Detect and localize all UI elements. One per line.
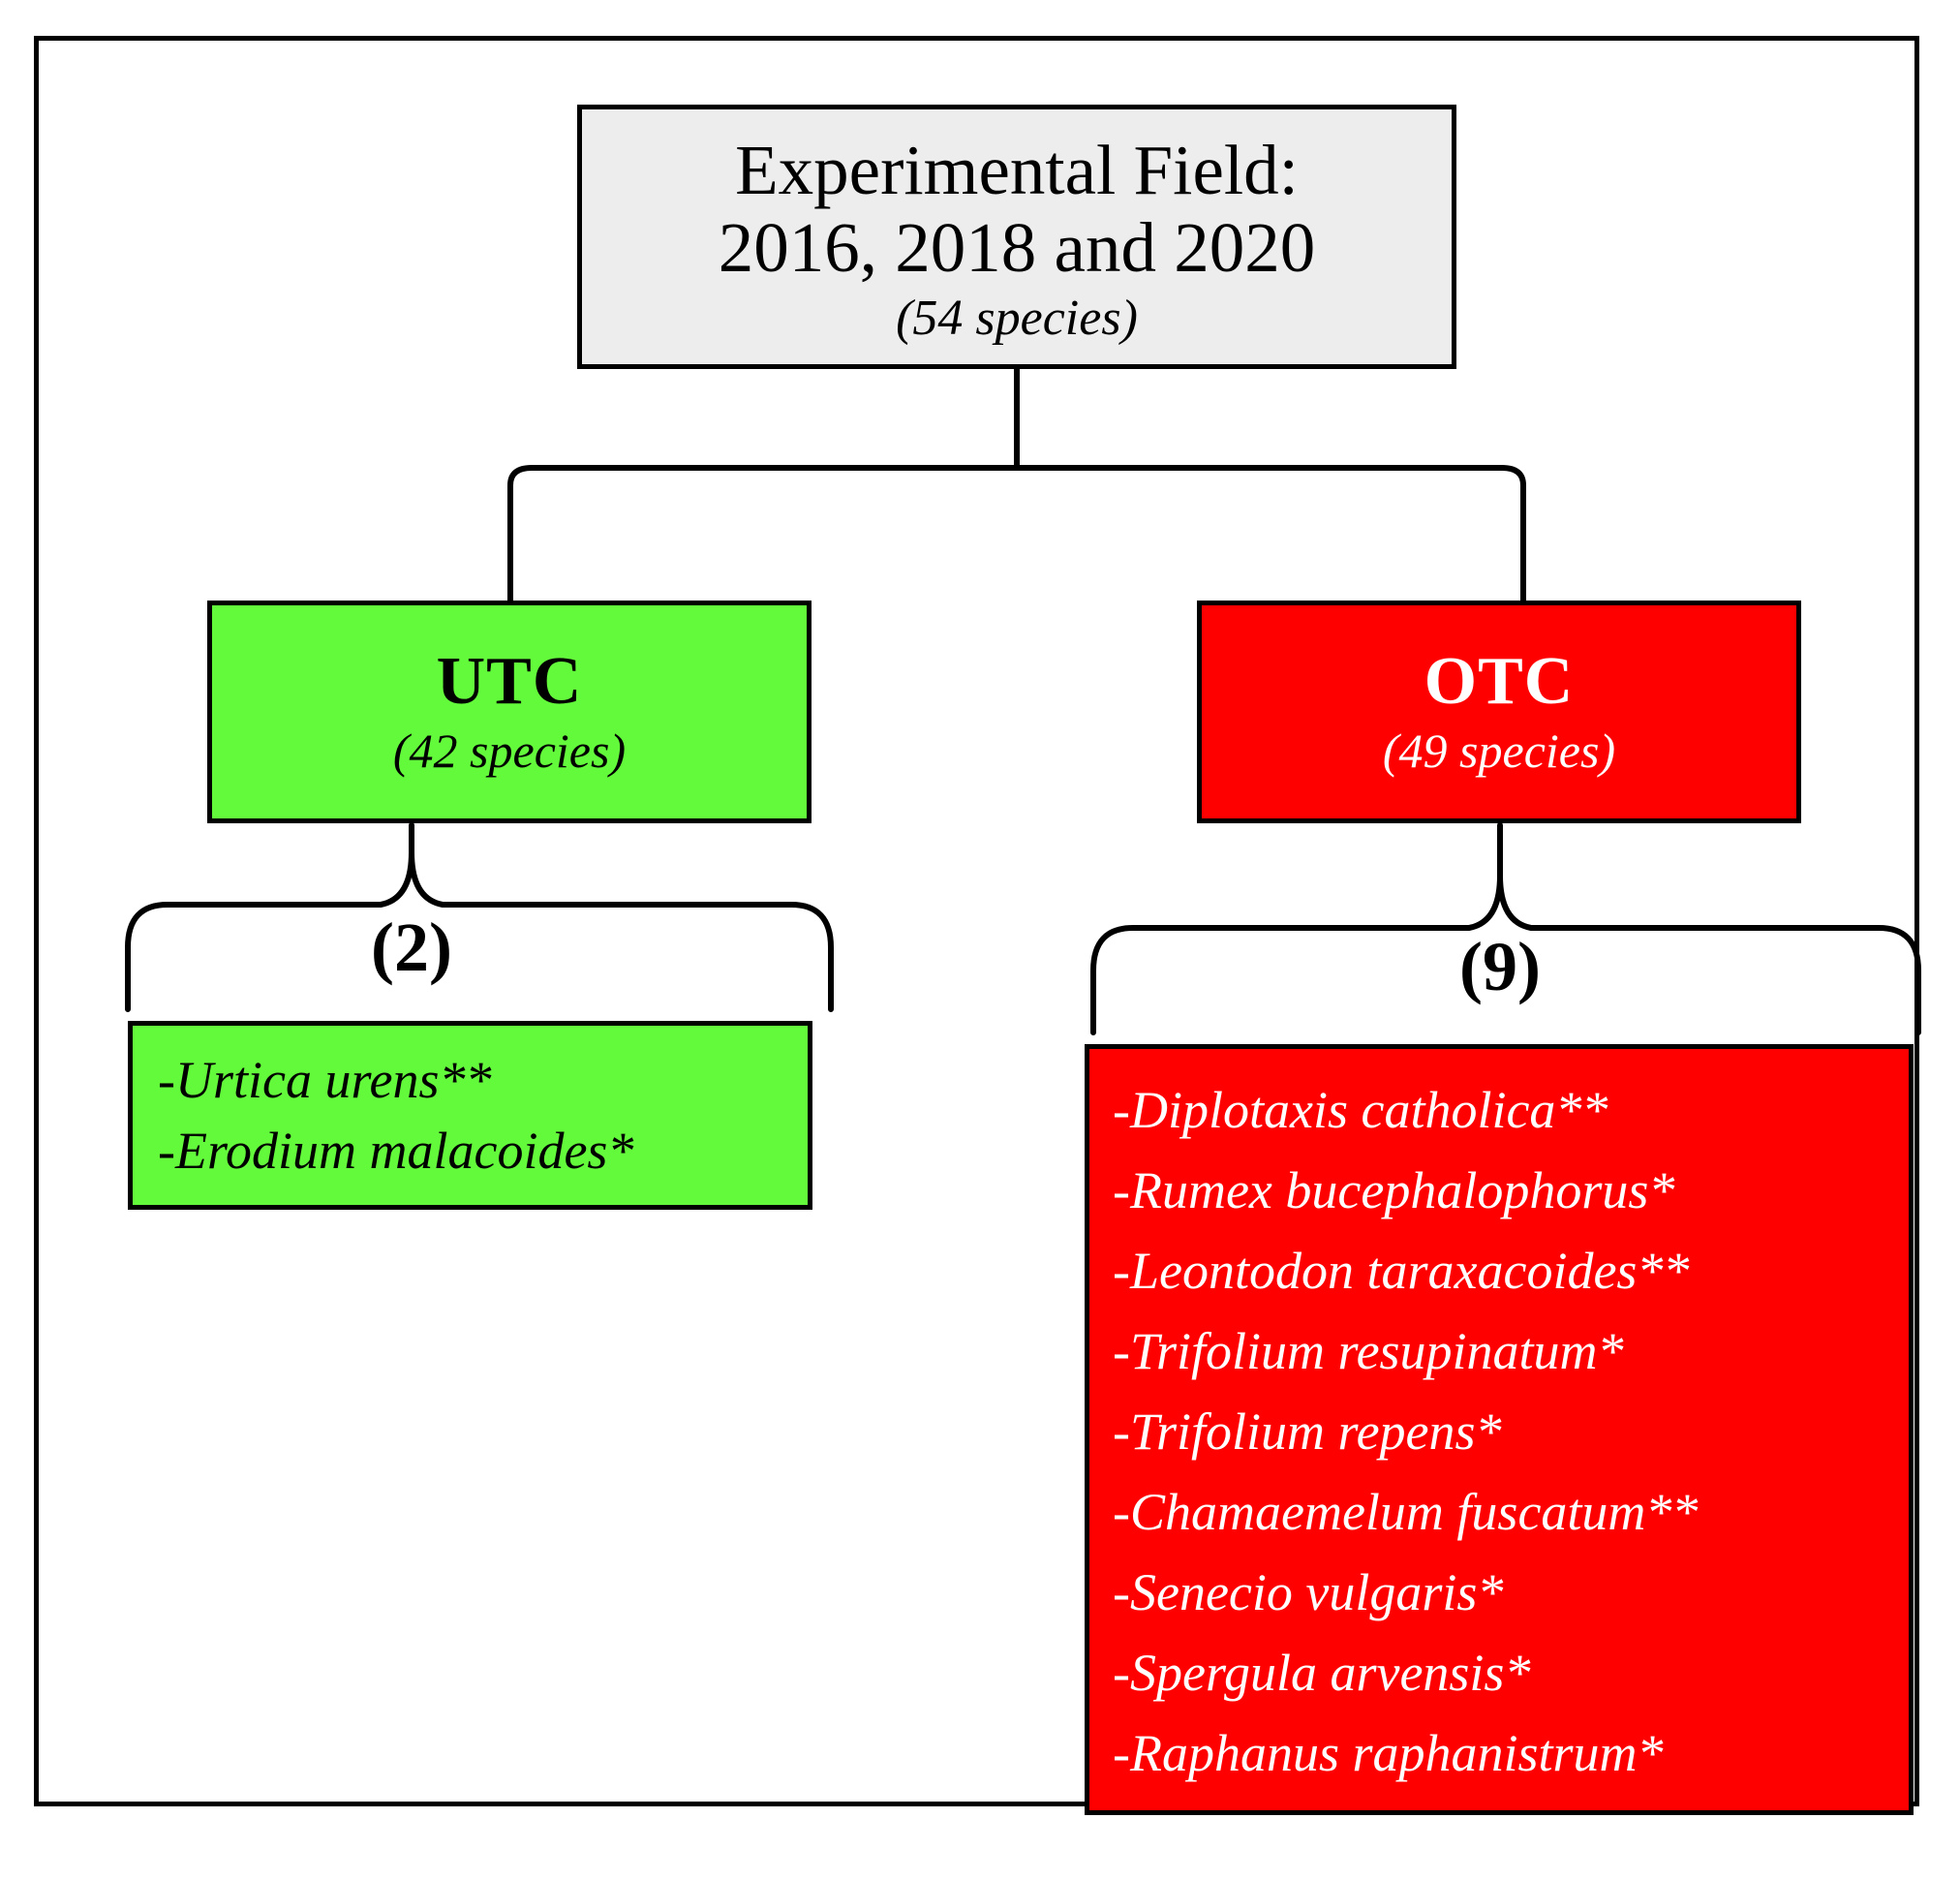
- list-item: -Trifolium resupinatum*: [1113, 1322, 1624, 1380]
- root-title-line-1: Experimental Field:: [735, 130, 1299, 209]
- list-item: -Urtica urens**: [158, 1051, 492, 1109]
- root-title-line-2: 2016, 2018 and 2020: [718, 207, 1316, 287]
- list-item: -Trifolium repens*: [1113, 1402, 1502, 1461]
- otc-code: OTC: [1424, 644, 1575, 719]
- utc-exclusive-count: (2): [371, 909, 452, 986]
- utc-species-count: (42 species): [392, 724, 627, 778]
- list-item: -Leontodon taraxacoides**: [1113, 1242, 1690, 1300]
- root-split-connector: [507, 366, 1526, 603]
- utc-species-list: -Urtica urens** -Erodium malacoides*: [128, 1021, 812, 1210]
- node-otc: OTC (49 species): [1197, 601, 1801, 823]
- root-species-count: (54 species): [896, 290, 1138, 346]
- diagram-frame: Experimental Field: 2016, 2018 and 2020 …: [34, 36, 1921, 1815]
- utc-code: UTC: [436, 644, 583, 719]
- list-item: -Raphanus raphanistrum*: [1113, 1724, 1664, 1782]
- node-utc: UTC (42 species): [207, 601, 812, 823]
- list-item: -Diplotaxis catholica**: [1113, 1081, 1608, 1139]
- list-item: -Senecio vulgaris*: [1113, 1563, 1504, 1621]
- otc-exclusive-count: (9): [1459, 928, 1541, 1005]
- list-item: -Spergula arvensis*: [1113, 1644, 1531, 1702]
- list-item: -Erodium malacoides*: [158, 1122, 634, 1180]
- root-node-experimental-field: Experimental Field: 2016, 2018 and 2020 …: [577, 105, 1456, 369]
- otc-species-count: (49 species): [1382, 724, 1616, 778]
- otc-species-list: -Diplotaxis catholica** -Rumex bucephalo…: [1085, 1044, 1914, 1815]
- list-item: -Rumex bucephalophorus*: [1113, 1161, 1675, 1219]
- list-item: -Chamaemelum fuscatum**: [1113, 1483, 1699, 1541]
